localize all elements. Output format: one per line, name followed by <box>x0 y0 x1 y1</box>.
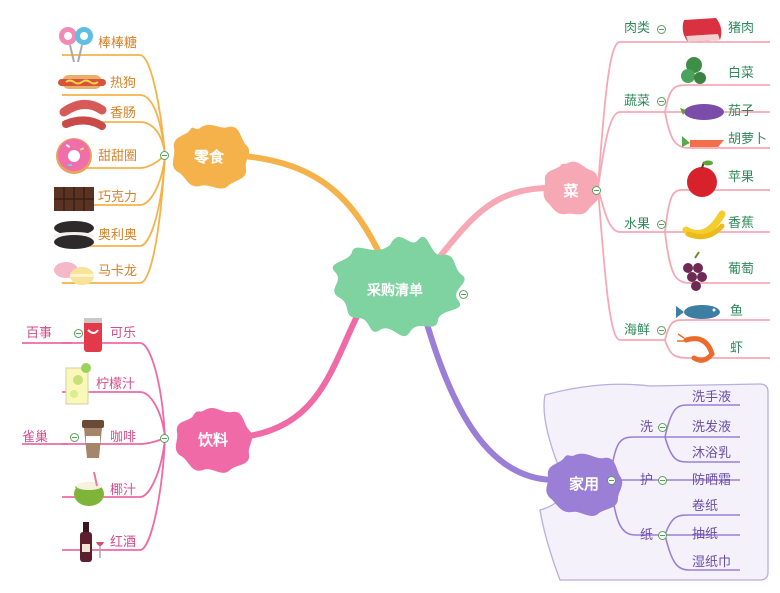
cabbage-icon <box>681 57 706 84</box>
macaron-icon <box>54 262 94 285</box>
banana-icon <box>682 210 726 240</box>
branch-household <box>417 297 558 483</box>
food-item-cabbage[interactable]: 白菜 <box>728 66 755 81</box>
snack-item-chocolate[interactable]: 巧克力 <box>98 190 138 205</box>
food-item-fish[interactable]: 鱼 <box>730 304 744 319</box>
snack-item-sausage[interactable]: 香肠 <box>110 106 137 121</box>
grape-icon <box>683 251 707 291</box>
collapse-toggle-center[interactable] <box>459 290 468 299</box>
coffee-cup-icon <box>82 420 104 458</box>
food-connectors <box>597 41 770 359</box>
drink-item-wine[interactable]: 红酒 <box>110 535 137 550</box>
drinks-topic[interactable]: 饮料 <box>197 430 228 449</box>
chocolate-icon <box>54 187 94 211</box>
snack-item-lollipop[interactable]: 棒棒糖 <box>98 36 138 51</box>
drink-item-coconut[interactable]: 椰汁 <box>110 483 137 498</box>
food-hub-shape <box>543 161 601 215</box>
snacks-hub-shape <box>172 124 250 189</box>
food-group-seafood[interactable]: 海鲜 <box>624 323 651 338</box>
drink-item-coffee[interactable]: 咖啡 <box>110 430 137 445</box>
household-item-handwash[interactable]: 洗手液 <box>692 390 732 405</box>
collapse-toggle-coffee[interactable] <box>70 433 79 442</box>
collapse-toggle-paper[interactable] <box>658 531 667 540</box>
household-group-paper[interactable]: 纸 <box>640 528 654 543</box>
household-item-shampoo[interactable]: 洗发液 <box>692 420 732 435</box>
collapse-toggle-seafood[interactable] <box>657 326 666 335</box>
snacks-topic[interactable]: 零食 <box>193 147 224 166</box>
collapse-toggle-vegetables[interactable] <box>657 97 666 106</box>
food-item-eggplant[interactable]: 茄子 <box>728 104 755 119</box>
collapse-toggle-drinks[interactable] <box>160 434 169 443</box>
collapse-toggle-snacks[interactable] <box>160 151 169 160</box>
drink-item-lemonade[interactable]: 柠檬汁 <box>96 377 136 392</box>
food-item-banana[interactable]: 香蕉 <box>728 216 755 231</box>
snack-item-donut[interactable]: 甜甜圈 <box>98 149 138 164</box>
snack-item-hotdog[interactable]: 热狗 <box>110 76 137 91</box>
lollipop-icon <box>59 27 93 63</box>
fish-icon <box>676 305 720 319</box>
drink-brand-coffee[interactable]: 雀巢 <box>22 430 49 445</box>
hotdog-icon <box>58 75 106 89</box>
sausage-icon <box>59 100 107 130</box>
collapse-toggle-cola[interactable] <box>74 329 83 338</box>
drink-item-cola[interactable]: 可乐 <box>110 326 137 341</box>
cola-can-icon <box>84 318 102 352</box>
food-group-vegetables[interactable]: 蔬菜 <box>624 94 651 109</box>
household-group-care[interactable]: 护 <box>640 473 654 488</box>
drink-brand-cola[interactable]: 百事 <box>26 326 53 341</box>
household-item-sunscreen[interactable]: 防晒霜 <box>692 473 732 488</box>
lemonade-icon <box>65 363 91 405</box>
wine-icon <box>80 522 104 562</box>
household-item-bodywash[interactable]: 沐浴乳 <box>692 446 732 461</box>
food-topic[interactable]: 菜 <box>563 181 579 200</box>
household-item-tissue[interactable]: 抽纸 <box>692 527 719 542</box>
apple-icon <box>687 160 717 197</box>
snack-item-oreo[interactable]: 奥利奥 <box>98 228 138 243</box>
household-group-wash[interactable]: 洗 <box>640 420 654 435</box>
household-hub-shape <box>546 453 623 516</box>
drinks-connectors <box>22 342 166 551</box>
carrot-icon <box>682 136 724 147</box>
collapse-toggle-meat[interactable] <box>657 25 666 34</box>
pork-icon <box>682 18 722 42</box>
donut-icon <box>56 138 92 174</box>
food-item-pork[interactable]: 猪肉 <box>728 21 755 36</box>
collapse-toggle-household[interactable] <box>607 476 616 485</box>
snack-item-macaron[interactable]: 马卡龙 <box>98 264 138 279</box>
collapse-toggle-food[interactable] <box>592 186 601 195</box>
center-topic[interactable]: 采购清单 <box>367 283 423 299</box>
center-splash <box>332 236 465 337</box>
shrimp-icon <box>677 333 715 363</box>
household-topic[interactable]: 家用 <box>568 474 599 493</box>
collapse-toggle-wash[interactable] <box>658 423 667 432</box>
branch-drinks <box>232 307 363 441</box>
food-item-grape[interactable]: 葡萄 <box>728 262 755 277</box>
household-item-roll-paper[interactable]: 卷纸 <box>692 499 719 514</box>
drinks-hub-shape <box>175 408 253 473</box>
food-item-carrot[interactable]: 胡萝卜 <box>728 132 768 147</box>
coconut-icon <box>74 471 104 506</box>
food-item-shrimp[interactable]: 虾 <box>730 341 744 356</box>
food-group-fruit[interactable]: 水果 <box>624 217 651 232</box>
food-item-apple[interactable]: 苹果 <box>728 170 755 185</box>
oreo-icon <box>54 221 94 249</box>
collapse-toggle-care[interactable] <box>658 476 667 485</box>
food-group-meat[interactable]: 肉类 <box>624 21 651 36</box>
collapse-toggle-fruit[interactable] <box>657 220 666 229</box>
household-item-wet-wipes[interactable]: 湿纸巾 <box>692 555 732 570</box>
eggplant-icon <box>680 104 724 120</box>
